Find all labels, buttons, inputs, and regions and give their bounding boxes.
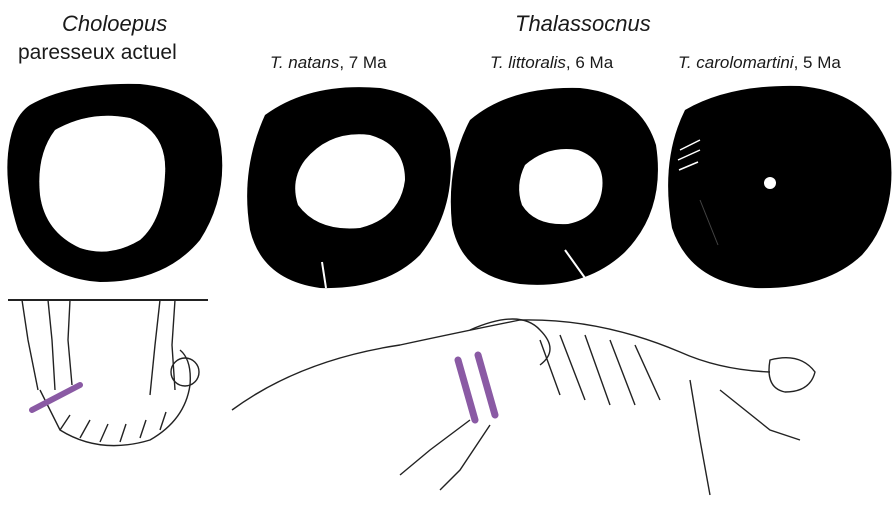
carolomartini-bone-section [668,86,891,288]
littoralis-bone-section [451,88,658,285]
choloepus-skeleton [8,300,208,446]
choloepus-bone-section [7,84,222,282]
thalassocnus-skeleton [232,319,815,495]
natans-bone-section [247,87,451,288]
